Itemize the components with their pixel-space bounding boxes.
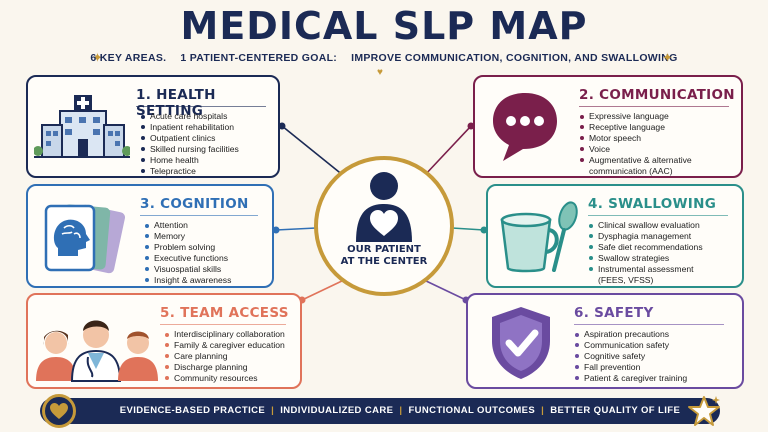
list-item: Attention: [144, 220, 231, 231]
list-item: Receptive language: [579, 122, 692, 133]
card-list: Interdisciplinary collaboration Family &…: [164, 329, 285, 384]
card-list: Clinical swallow evaluation Dysphagia ma…: [588, 220, 703, 285]
hospital-icon: [34, 95, 130, 158]
list-item: Fall prevention: [574, 362, 687, 373]
list-item: Instrumental assessment: [588, 264, 703, 275]
subtitle-part-3: IMPROVE COMMUNICATION, COGNITION, AND SW…: [351, 52, 678, 64]
card-communication: 2. COMMUNICATION Expressive language Rec…: [473, 75, 743, 178]
footer-banner: EVIDENCE-BASED PRACTICE | INDIVIDUALIZED C…: [40, 398, 720, 424]
list-item: Swallow strategies: [588, 253, 703, 264]
subtitle-part-1: 6 KEY AREAS.: [90, 52, 167, 64]
center-label-line: AT THE CENTER: [340, 256, 428, 267]
list-item: Aspiration precautions: [574, 329, 687, 340]
card-team-access: 5. TEAM ACCESS Interdisciplinary collabo…: [26, 293, 302, 389]
list-item: Patient & caregiver training: [574, 373, 687, 384]
heart-icon: [42, 394, 76, 428]
list-item: Augmentative & alternative: [579, 155, 692, 166]
card-list: Attention Memory Problem solving Executi…: [144, 220, 231, 285]
list-item: Visuospatial skills: [144, 264, 231, 275]
patient-heart-icon: [356, 172, 412, 242]
speech-bubble-icon: [493, 93, 557, 161]
card-safety: 6. SAFETY Aspiration precautions Communi…: [466, 293, 744, 389]
list-item: Acute care hospitals: [140, 111, 239, 122]
subtitle-part-2: 1 PATIENT-CENTERED GOAL:: [180, 52, 338, 64]
heart-icon: ♥: [377, 67, 383, 78]
card-list: Acute care hospitals Inpatient rehabilit…: [140, 111, 239, 176]
center-label-line: OUR PATIENT: [347, 244, 421, 255]
list-item: Executive functions: [144, 253, 231, 264]
list-item: Telepractice: [140, 166, 239, 177]
list-item: Problem solving: [144, 242, 231, 253]
list-item: communication (AAC): [589, 165, 673, 176]
list-item: Discharge planning: [164, 362, 285, 373]
list-item: Motor speech: [579, 133, 692, 144]
list-item: Skilled nursing facilities: [140, 144, 239, 155]
care-team-icon: [36, 320, 158, 382]
card-title: 4. SWALLOWING: [588, 196, 717, 212]
footer-item: FUNCTIONAL OUTCOMES: [408, 405, 536, 416]
card-title: 6. SAFETY: [574, 305, 654, 321]
list-item: Insight & awareness: [144, 275, 231, 286]
list-item: Care planning: [164, 351, 285, 362]
card-list: Expressive language Receptive language M…: [579, 111, 692, 176]
card-title: 2. COMMUNICATION: [579, 87, 735, 103]
card-title: 5. TEAM ACCESS: [160, 305, 289, 321]
card-health-setting: 1. HEALTH SETTING Acute care hospitals I…: [26, 75, 280, 178]
footer-separator: |: [271, 405, 275, 416]
list-item: Dysphagia management: [588, 231, 703, 242]
list-item: Family & caregiver education: [164, 340, 285, 351]
footer-item: INDIVIDUALIZED CARE: [280, 405, 394, 416]
list-item: Voice: [579, 144, 692, 155]
list-item: Interdisciplinary collaboration: [164, 329, 285, 340]
center-patient-node: OUR PATIENT AT THE CENTER: [314, 156, 454, 296]
cup-spoon-icon: [500, 201, 578, 273]
list-item: Outpatient clinics: [140, 133, 239, 144]
list-item: Clinical swallow evaluation: [588, 220, 703, 231]
list-item: Communication safety: [574, 340, 687, 351]
card-title: 3. COGNITION: [140, 196, 249, 212]
list-item: Community resources: [164, 373, 285, 384]
center-label: OUR PATIENT AT THE CENTER: [318, 244, 450, 268]
card-swallowing: 4. SWALLOWING Clinical swallow evaluatio…: [486, 184, 744, 288]
card-list: Aspiration precautions Communication saf…: [574, 329, 687, 384]
footer-separator: |: [541, 405, 545, 416]
list-item: Inpatient rehabilitation: [140, 122, 239, 133]
card-title: 1. HEALTH SETTING: [136, 87, 216, 119]
footer-item: EVIDENCE-BASED PRACTICE: [119, 405, 266, 416]
star-icon: [688, 396, 720, 426]
page-title: MEDICAL SLP MAP: [180, 4, 588, 48]
brain-head-cards-icon: [44, 204, 126, 274]
list-item: Safe diet recommendations: [588, 242, 703, 253]
footer-separator: |: [399, 405, 403, 416]
list-item: Home health: [140, 155, 239, 166]
footer-values: EVIDENCE-BASED PRACTICE | INDIVIDUALIZED C…: [110, 405, 690, 416]
list-item: (FEES, VFSS): [598, 274, 654, 285]
sparkle-icon: ✦: [92, 50, 103, 65]
list-item: Expressive language: [579, 111, 692, 122]
list-item: Cognitive safety: [574, 351, 687, 362]
page-subtitle: 6 KEY AREAS. 1 PATIENT-CENTERED GOAL: IMPR…: [0, 52, 768, 64]
footer-item: BETTER QUALITY OF LIFE: [550, 405, 681, 416]
sparkle-icon: ✦: [662, 50, 673, 65]
list-item: Memory: [144, 231, 231, 242]
card-cognition: 3. COGNITION Attention Memory Problem so…: [26, 184, 274, 288]
shield-check-icon: [492, 307, 550, 379]
